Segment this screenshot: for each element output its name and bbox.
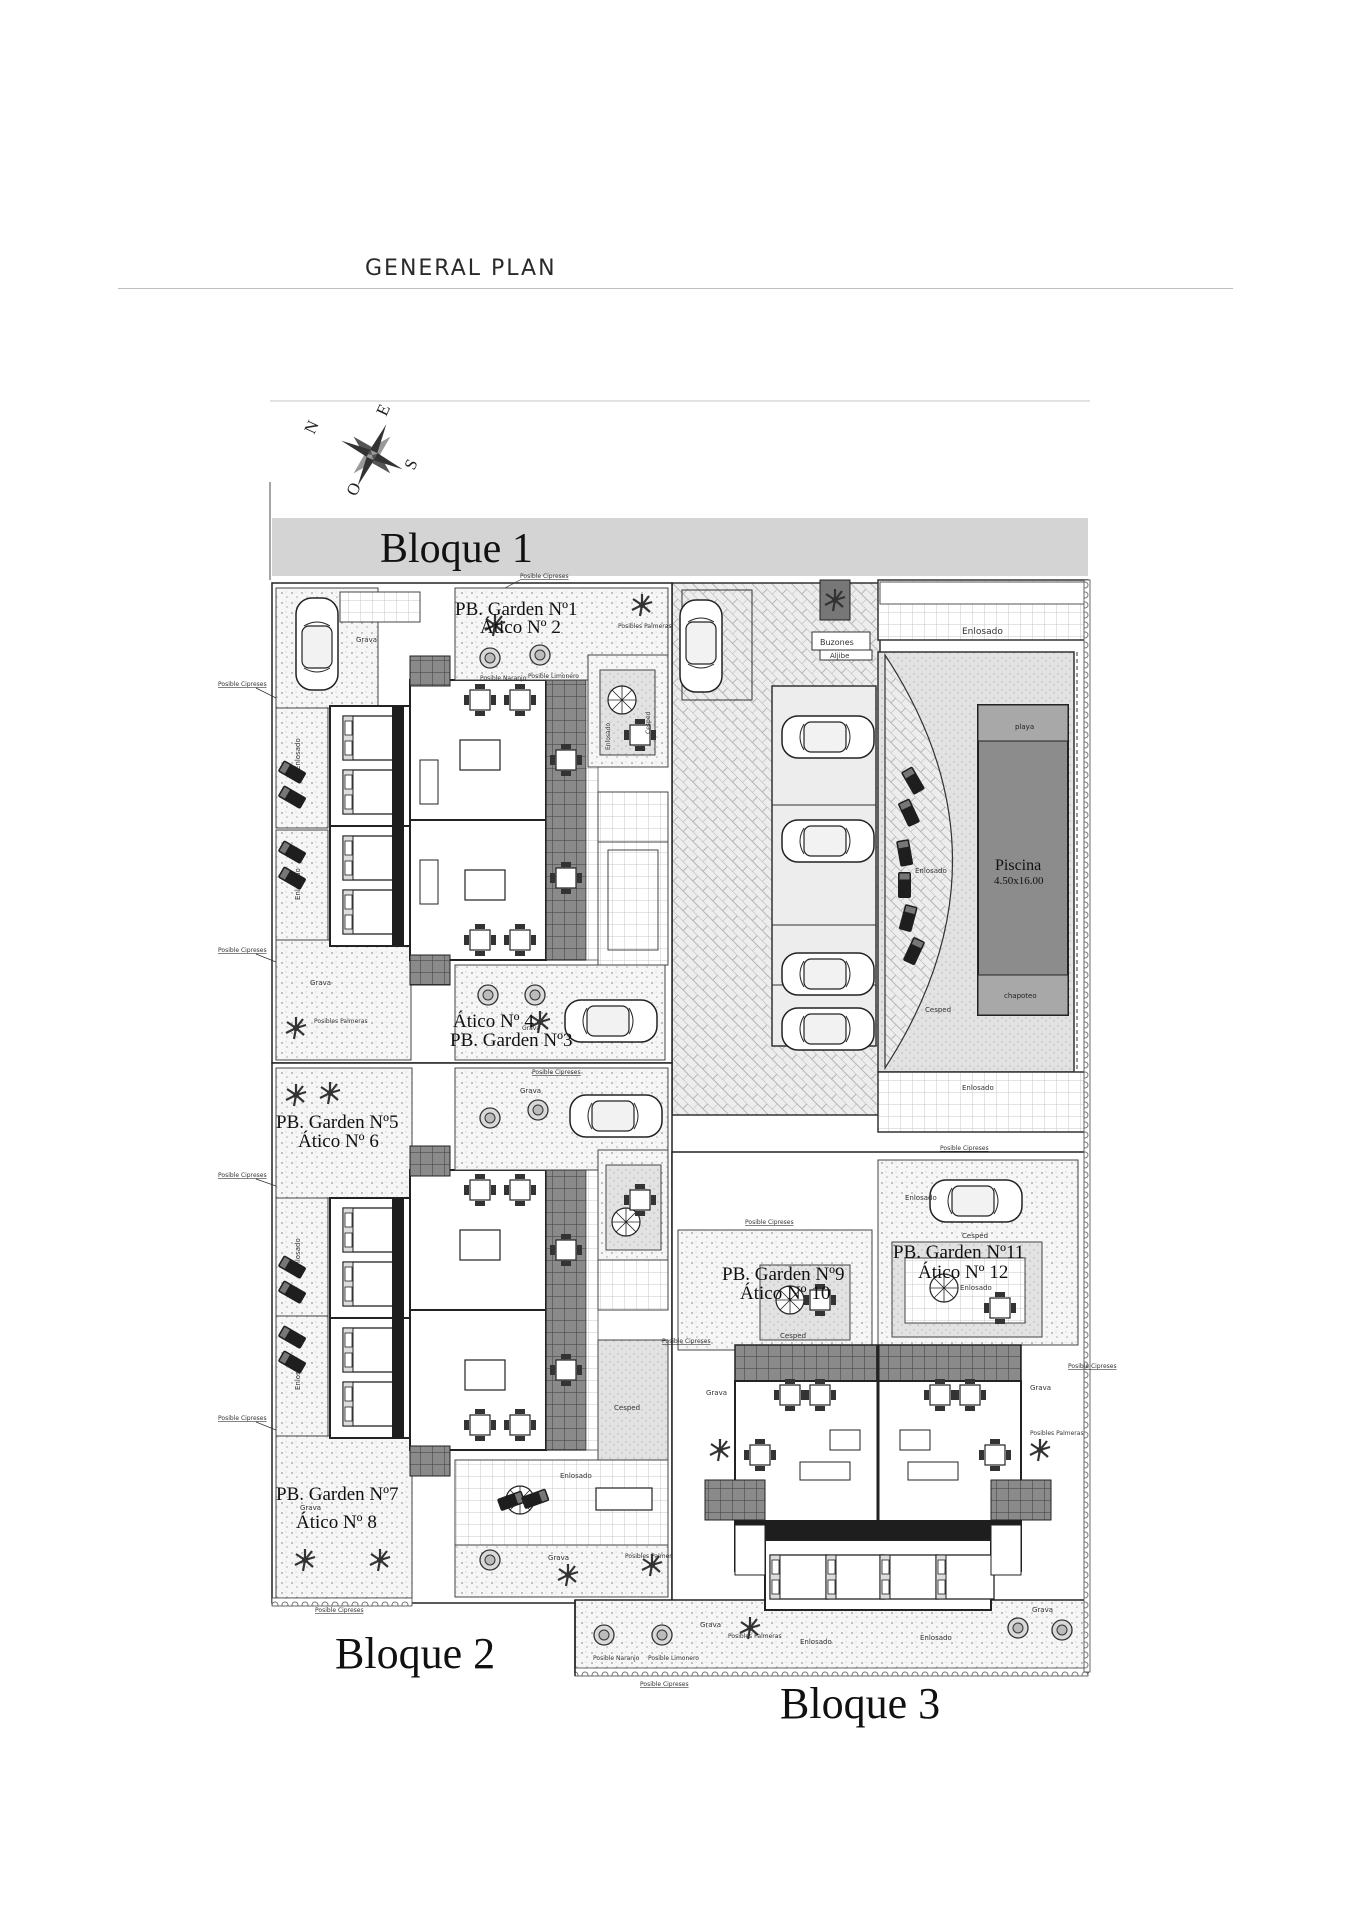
unit-11-label: PB. Garden Nº11 <box>893 1242 1024 1263</box>
parking-car <box>781 819 875 863</box>
label-cesped: Cesped <box>925 1006 951 1014</box>
cistern-label: Aljibe <box>830 652 849 660</box>
compass-east-label: E <box>372 401 394 418</box>
pool-chapoteo-label: chapoteo <box>1004 992 1037 1000</box>
cypress-callout: Posible Cipreses <box>745 1219 794 1226</box>
street-band <box>272 518 1088 576</box>
mailbox-label: Buzones <box>820 638 854 647</box>
label-cesped: Cesped <box>962 1232 988 1240</box>
unit-12-label: Ático Nº 12 <box>918 1261 1008 1283</box>
label-grava: Grava <box>700 1621 721 1629</box>
label-palmeras: Posibles Palmeras <box>728 1633 782 1640</box>
label-grava: Grava <box>520 1087 541 1095</box>
block-1-label: Bloque 1 <box>380 526 533 572</box>
label-limonero: Posible Limonero <box>528 673 579 680</box>
cypress-callout: Posible Cipreses <box>640 1681 689 1688</box>
compass-west-label: O <box>342 480 364 499</box>
label-enlosado: Enlosado <box>962 627 1003 637</box>
label-enlosado: Enlosado <box>915 867 947 875</box>
page-title: GENERAL PLAN <box>365 256 557 281</box>
unit-2-label: Ático Nº 2 <box>480 616 561 638</box>
cypress-callout: Posible Cipreses <box>218 681 267 688</box>
unit-9-label: PB. Garden Nº9 <box>722 1264 845 1285</box>
compass-north-label: N <box>300 418 322 437</box>
label-enlosado: Enlosado <box>962 1084 994 1092</box>
swimming-pool <box>977 704 1069 1016</box>
unit-3-label: PB. Garden Nº3 <box>450 1030 573 1051</box>
label-cesped: Cesped <box>645 711 652 734</box>
parking-car <box>781 715 875 759</box>
label-naranjo: Posible Naranjo <box>480 675 527 682</box>
label-palmeras: Posibles Palmeras <box>1030 1430 1084 1437</box>
unit-10-label: Ático Nº 10 <box>740 1282 830 1304</box>
label-enlosado: Enlosado <box>560 1472 592 1480</box>
label-palmeras: Posibles Palmeras <box>625 1553 679 1560</box>
label-cesped: Cesped <box>614 1404 640 1412</box>
label-palmeras: Posibles Palmeras <box>618 623 672 630</box>
cypress-callout: Posible Cipreses <box>218 947 267 954</box>
cypress-callout: Posible Cipreses <box>1068 1363 1117 1370</box>
label-grava: Grava <box>548 1554 569 1562</box>
label-enlosado: Enlosado <box>294 738 302 770</box>
label-enlosado: Enlosado <box>294 1238 302 1270</box>
unit-6-label: Ático Nº 6 <box>298 1130 379 1152</box>
label-palmeras: Posibles Palmeras <box>314 1018 368 1025</box>
label-grava: Grava <box>300 1504 321 1512</box>
cypress-callout: Posible Cipreses <box>218 1172 267 1179</box>
cypress-callout: Posible Cipreses <box>520 573 569 580</box>
pool-playa-label: playa <box>1015 723 1034 731</box>
label-grava: Grava <box>522 1025 540 1032</box>
label-enlosado: Enlosado <box>920 1634 952 1642</box>
label-naranjo: Posible Naranjo <box>593 1655 640 1662</box>
unit-1-label: PB. Garden Nº1 <box>455 599 578 620</box>
cypress-callout: Posible Cipreses <box>940 1145 989 1152</box>
unit-7-label: PB. Garden Nº7 <box>276 1484 399 1505</box>
label-enlosado: Enlosado <box>800 1638 832 1646</box>
cypress-callout: Posible Cipreses <box>532 1069 581 1076</box>
cypress-callout: Posible Cipreses <box>662 1338 711 1345</box>
label-grava: Grava <box>310 979 331 987</box>
block-2-label: Bloque 2 <box>335 1629 495 1678</box>
label-grava: Grava <box>706 1389 727 1397</box>
pool-size-label: 4.50x16.00 <box>994 875 1044 887</box>
unit-5-label: PB. Garden Nº5 <box>276 1112 399 1133</box>
title-divider <box>118 288 1233 289</box>
label-enlosado: Enlosado <box>294 1358 302 1390</box>
block-3-label: Bloque 3 <box>780 1679 940 1728</box>
parking-car <box>781 952 875 996</box>
label-grava: Grava <box>1030 1384 1051 1392</box>
label-enlosado: Enlosado <box>960 1284 992 1292</box>
compass-rose-icon: N E S O <box>300 401 421 498</box>
label-cesped: Cesped <box>780 1332 806 1340</box>
compass-south-label: S <box>400 456 421 473</box>
label-grava: Grava <box>1032 1606 1053 1614</box>
label-enlosado: Enlosado <box>905 1194 937 1202</box>
label-grava: Grava <box>356 636 377 644</box>
cypress-callout: Posible Cipreses <box>218 1415 267 1422</box>
label-enlosado: Enlosado <box>605 722 612 750</box>
unit-4-label: Ático Nº 4 <box>453 1010 534 1032</box>
pool-name-label: Piscina <box>995 857 1041 874</box>
unit-8-label: Ático Nº 8 <box>296 1511 377 1533</box>
label-limonero: Posible Limonero <box>648 1655 699 1662</box>
parking-car <box>781 1007 875 1051</box>
cypress-callout: Posible Cipreses <box>315 1607 364 1614</box>
